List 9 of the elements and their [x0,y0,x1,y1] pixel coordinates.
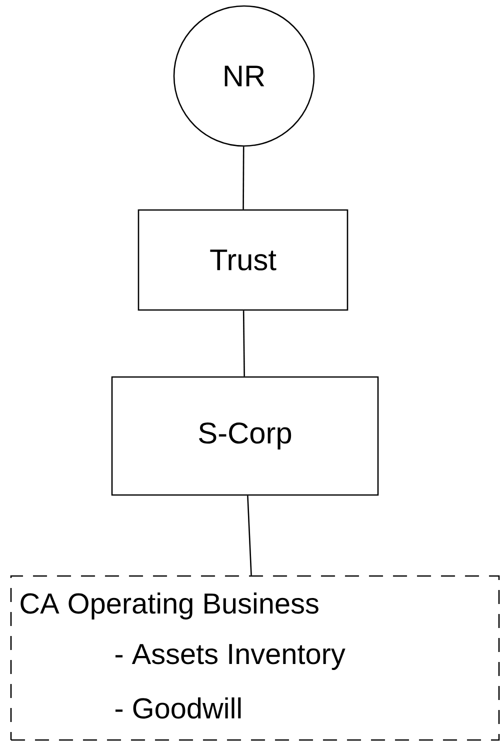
business-box [10,575,500,741]
entity-box: S-Corp [111,376,379,496]
connector-line [247,496,252,576]
connector-line [242,146,244,210]
entity-box: Trust [138,209,348,311]
connector-line [242,310,245,376]
node-label: CA Operating Business [20,592,318,620]
node-label: - Assets Inventory [115,644,346,670]
node-label: - Goodwill [115,697,241,719]
